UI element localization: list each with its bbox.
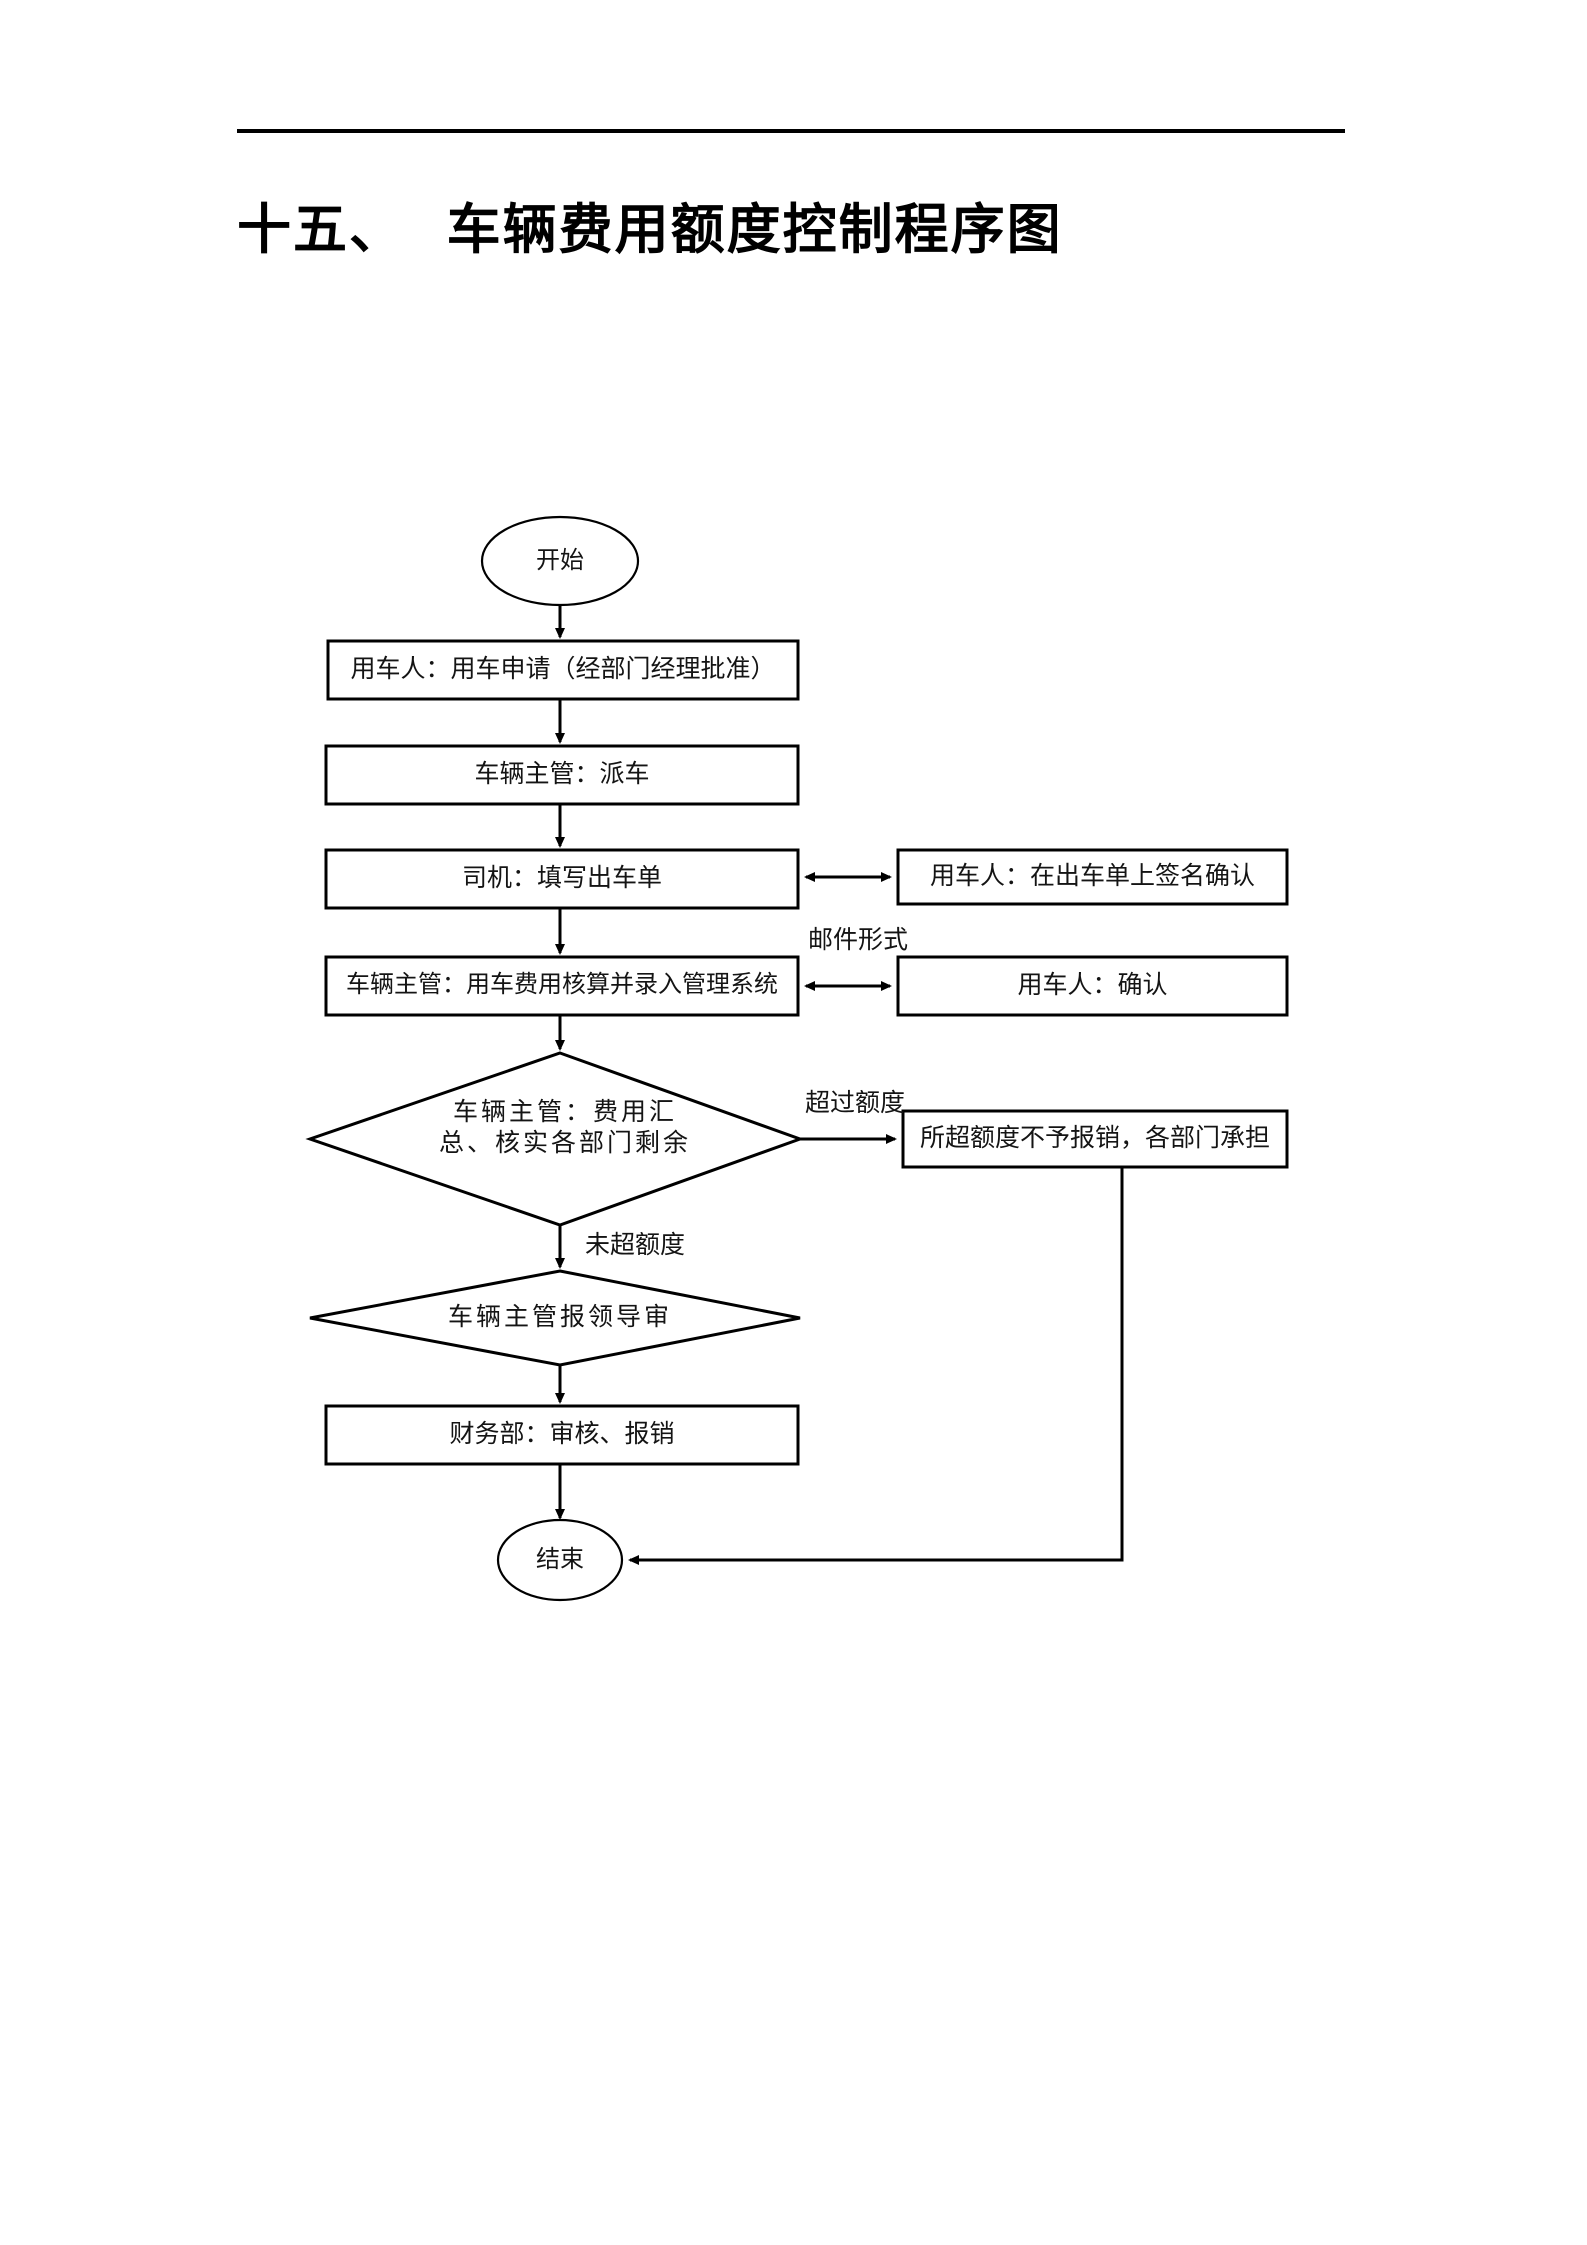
node-dispatch-shape [324,744,800,806]
node-apply-shape [326,639,800,701]
edge-label-under-quota: 未超额度 [585,1232,686,1259]
page-title: 十五、 车辆费用额度控制程序图 [237,198,1063,261]
node-cost-entry-shape [324,955,800,1017]
node-sign-confirm-shape [896,848,1289,906]
edge-label-over-quota: 超过额度 [805,1090,906,1117]
node-user-confirm-shape [896,955,1289,1017]
node-decision-leader-shape [309,1269,801,1367]
node-trip-sheet-shape [324,848,800,910]
node-decision-quota-shape [305,1051,805,1227]
node-over-quota-box-shape [901,1109,1289,1169]
node-finance-shape [324,1404,800,1466]
node-start-shape [480,515,640,607]
edge-overquota-to-end [628,1167,1124,1565]
header-divider [237,129,1345,133]
edge-label-mail-form: 邮件形式 [808,927,909,954]
node-end-shape [496,1518,624,1602]
